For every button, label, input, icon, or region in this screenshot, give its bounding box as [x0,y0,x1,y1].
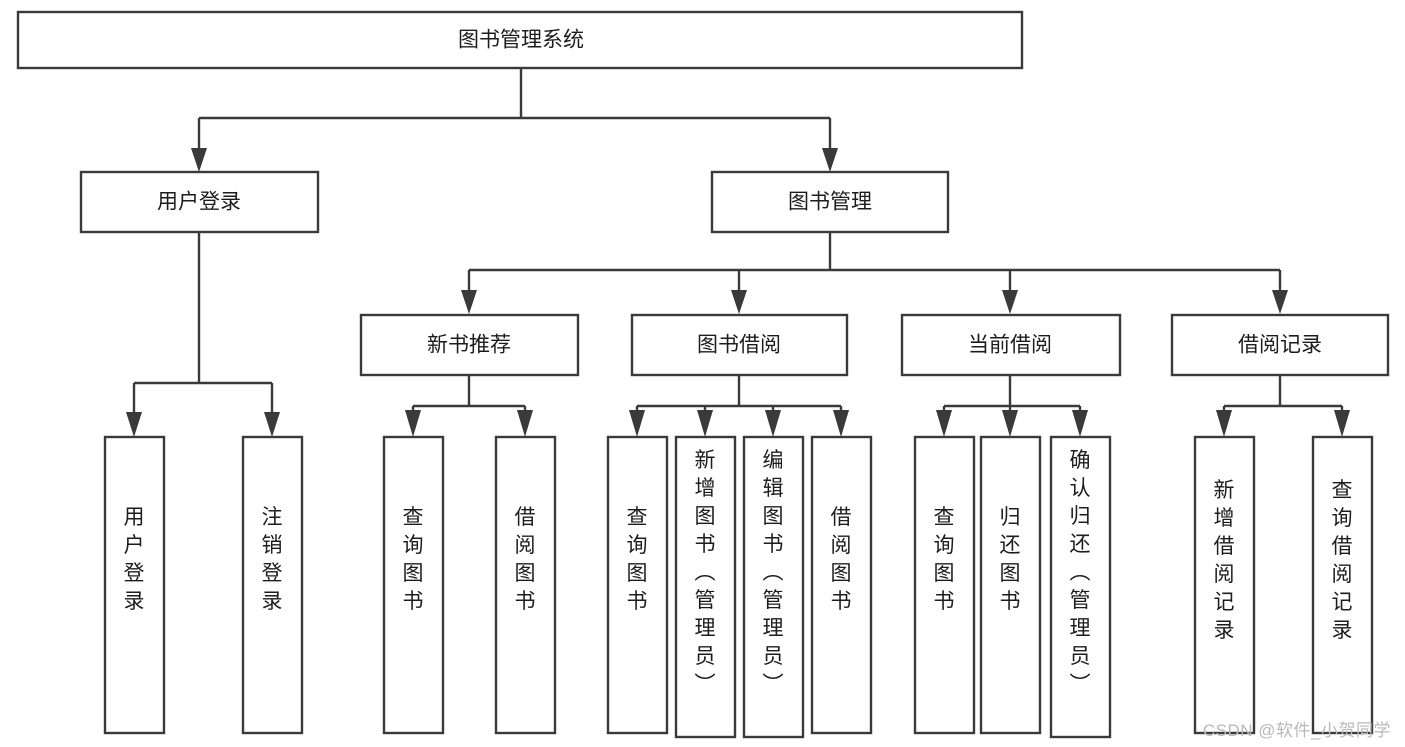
arrow-to-leaf-borrow-book-2 [833,410,849,437]
leaf-add-book-box[interactable] [674,435,737,739]
leaf-add-record-box[interactable] [1193,435,1256,735]
node-borrow-record-label: 借阅记录 [1238,334,1322,357]
arrow-to-leaf-confirm-return [1072,410,1088,437]
leaf-borrow-book-2-box[interactable] [810,435,873,735]
leaf-query-book-1[interactable]: 查询图书 [382,435,445,735]
leaf-user-login-label: 用户登录 [124,506,145,613]
node-book-manage-box[interactable] [710,170,950,234]
arrow-to-leaf-borrow-book-1 [517,410,533,437]
leaf-logout-box[interactable] [241,435,304,735]
leaf-add-record[interactable]: 新增借阅记录 [1193,435,1256,735]
node-borrow-record[interactable]: 借阅记录 [1170,313,1390,377]
arrow-to-leaf-edit-book [765,410,781,437]
leaf-query-book-3[interactable]: 查询图书 [913,435,976,735]
node-borrow-record-box[interactable] [1170,313,1390,377]
node-book-borrow[interactable]: 图书借阅 [630,313,849,377]
leaf-return-book-label: 归还图书 [1000,506,1021,613]
arrow-to-leaf-query-record [1334,410,1350,437]
arrow-to-user-login [191,148,207,172]
arrow-to-borrow-record [1272,290,1288,314]
leaf-query-book-2[interactable]: 查询图书 [606,435,669,735]
leaf-add-record-label: 新增借阅记录 [1214,479,1235,642]
node-user-login-label: 用户登录 [157,191,241,214]
leaf-borrow-book-2-label: 借阅图书 [831,506,852,613]
leaf-edit-book-box[interactable] [742,435,805,739]
leaf-confirm-return-box[interactable] [1049,435,1112,739]
leaf-edit-book-label: 编辑图书︵管理员︶ [763,449,784,696]
leaf-user-login-box[interactable] [103,435,166,735]
leaf-query-book-2-label: 查询图书 [627,506,648,613]
leaf-logout-label: 注销登录 [262,506,283,613]
node-current-borrow[interactable]: 当前借阅 [900,313,1122,377]
arrow-to-leaf-user-login [126,412,142,437]
leaf-borrow-book-1-label: 借阅图书 [515,506,536,613]
node-book-borrow-box[interactable] [630,313,849,377]
leaf-query-book-3-box[interactable] [913,435,976,735]
leaf-query-record[interactable]: 查询借阅记录 [1311,435,1374,735]
arrow-to-leaf-query-book-1 [405,410,421,437]
leaf-borrow-book-2[interactable]: 借阅图书 [810,435,873,735]
node-root-label: 图书管理系统 [458,29,584,52]
node-user-login[interactable]: 用户登录 [79,170,320,234]
node-user-login-box[interactable] [79,170,320,234]
arrow-to-leaf-query-book-2 [629,410,645,437]
leaf-borrow-book-1[interactable]: 借阅图书 [494,435,557,735]
node-book-borrow-label: 图书借阅 [697,334,781,357]
arrow-to-leaf-logout [264,412,280,437]
leaf-return-book[interactable]: 归还图书 [979,435,1042,735]
arrow-to-book-manage [822,148,838,172]
leaf-edit-book[interactable]: 编辑图书︵管理员︶ [742,435,805,739]
node-current-borrow-box[interactable] [900,313,1122,377]
node-book-manage-label: 图书管理 [788,191,872,214]
node-book-manage[interactable]: 图书管理 [710,170,950,234]
arrow-to-new-book-recommend [461,290,477,314]
leaf-return-book-box[interactable] [979,435,1042,735]
connector-layer [126,68,1350,437]
leaf-query-book-2-box[interactable] [606,435,669,735]
arrow-to-leaf-add-record [1216,410,1232,437]
leaf-query-book-3-label: 查询图书 [934,506,955,613]
node-new-book-recommend-box[interactable] [359,313,580,377]
arrow-to-book-borrow [731,290,747,314]
arrow-to-current-borrow [1002,290,1018,314]
leaf-add-book-label: 新增图书︵管理员︶ [695,449,716,696]
leaf-add-book[interactable]: 新增图书︵管理员︶ [674,435,737,739]
node-root-box[interactable] [16,10,1024,70]
leaf-confirm-return-label: 确认归还︵管理员︶ [1070,449,1091,696]
leaf-query-record-box[interactable] [1311,435,1374,735]
node-root[interactable]: 图书管理系统 [16,10,1024,70]
leaf-borrow-book-1-box[interactable] [494,435,557,735]
node-new-book-recommend-label: 新书推荐 [427,334,511,357]
leaf-query-book-1-box[interactable] [382,435,445,735]
node-new-book-recommend[interactable]: 新书推荐 [359,313,580,377]
arrow-to-leaf-query-book-3 [936,410,952,437]
leaf-user-login[interactable]: 用户登录 [103,435,166,735]
arrow-to-leaf-add-book [697,410,713,437]
leaf-query-record-label: 查询借阅记录 [1332,479,1353,642]
node-current-borrow-label: 当前借阅 [968,334,1052,357]
leaf-confirm-return[interactable]: 确认归还︵管理员︶ [1049,435,1112,739]
arrow-to-leaf-return-book [1002,410,1018,437]
leaf-query-book-1-label: 查询图书 [403,506,424,613]
leaf-logout[interactable]: 注销登录 [241,435,304,735]
